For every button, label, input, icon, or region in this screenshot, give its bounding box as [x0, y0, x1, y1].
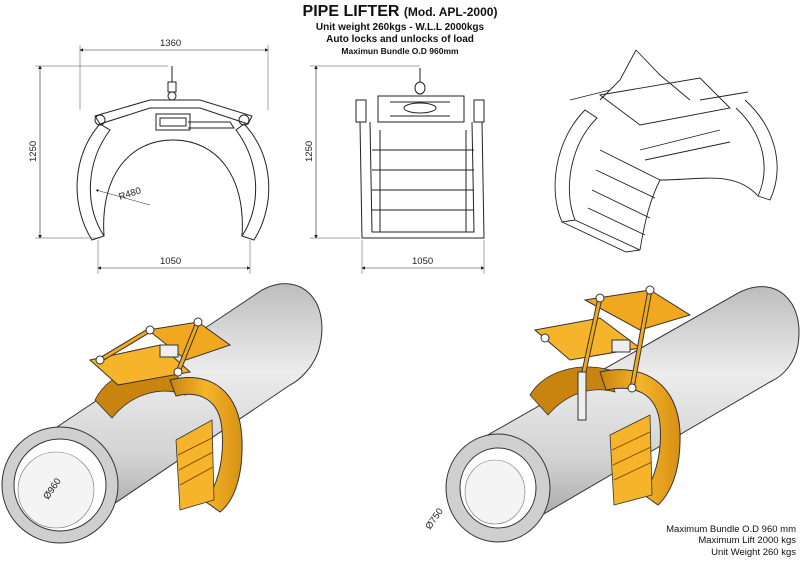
side-height-dim: 1250: [304, 141, 315, 162]
side-view-drawing: [310, 65, 485, 274]
left-render-assembly: [1, 283, 323, 544]
front-view-drawing: [35, 45, 270, 274]
right-pipe-diameter: Ø750: [423, 506, 445, 531]
spec-max-bundle: Maximum Bundle O.D 960 mm: [666, 523, 796, 535]
product-name: PIPE LIFTER: [302, 3, 400, 20]
model-number: (Mod. APL-2000): [403, 5, 498, 19]
spec-max-lift: Maximum Lift 2000 kgs: [698, 535, 796, 546]
max-bundle-line: Maximun Bundle O.D 960mm: [341, 46, 459, 56]
weight-spec-line: Unit weight 260kgs - W.L.L 2000kgs: [315, 22, 485, 33]
spec-unit-weight: Unit Weight 260 kgs: [711, 546, 796, 558]
right-render-assembly: [445, 285, 800, 543]
isometric-line-view: [554, 49, 778, 253]
spec-summary: Maximum Bundle O.D 960 mm Maximum Lift 2…: [666, 524, 796, 559]
front-height-dim: 1250: [28, 141, 39, 162]
drawing-title: PIPE LIFTER (Mod. APL-2000): [0, 2, 800, 22]
front-radius-dim: R480: [118, 185, 143, 202]
drawing-header: PIPE LIFTER (Mod. APL-2000) Unit weight …: [0, 2, 800, 56]
front-width-top-dim: 1360: [160, 38, 181, 49]
side-width-bottom-dim: 1050: [412, 256, 433, 267]
lock-feature-line: Auto locks and unlocks of load: [326, 34, 474, 45]
front-width-bottom-dim: 1050: [160, 256, 181, 267]
